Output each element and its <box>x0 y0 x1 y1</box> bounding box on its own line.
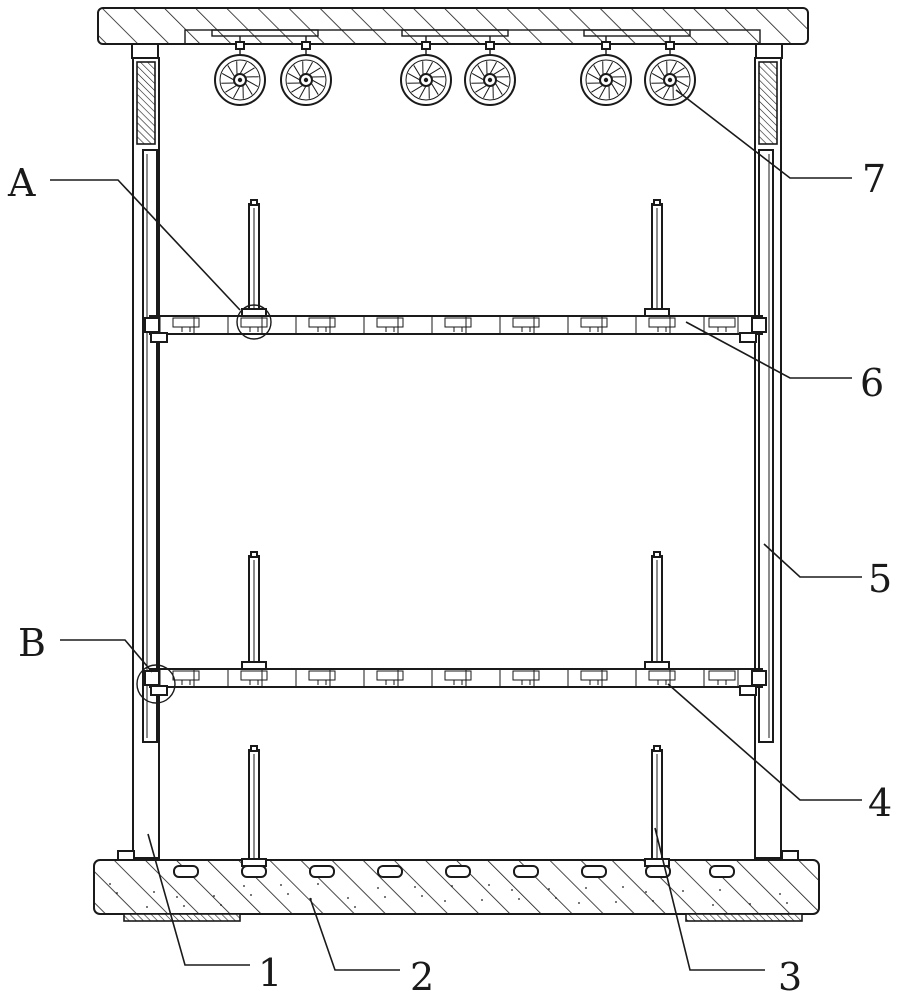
base-slot <box>709 865 735 878</box>
shelf-slot <box>648 317 676 328</box>
shelf-slot <box>376 317 404 328</box>
part-labels: A B 1 2 3 4 5 6 7 <box>7 157 892 999</box>
vertical-rod <box>644 745 670 867</box>
leader-3 <box>654 827 765 971</box>
vertical-rod <box>241 551 267 670</box>
detail-circle-a <box>236 304 272 340</box>
fan-icon <box>580 36 632 106</box>
fan-icon <box>214 36 266 106</box>
base-slot <box>309 865 335 878</box>
vertical-rod <box>241 745 267 867</box>
leader-2 <box>309 897 400 971</box>
vertical-rod <box>644 199 670 317</box>
label-a: A <box>7 161 36 205</box>
shelf-slot <box>172 317 200 328</box>
top-plate <box>97 7 809 59</box>
shelf-slot <box>240 670 268 681</box>
fan-icon <box>400 36 452 106</box>
shelf-slot <box>512 317 540 328</box>
base-plate-slots <box>109 865 788 908</box>
label-3: 3 <box>778 955 802 999</box>
shelf-slot <box>708 670 736 681</box>
label-4: 4 <box>868 781 892 825</box>
leader-6 <box>685 321 852 379</box>
detail-circle-b <box>136 664 176 704</box>
base-slot <box>513 865 539 878</box>
label-6: 6 <box>860 361 884 405</box>
leader-b <box>60 639 153 673</box>
label-1: 1 <box>258 951 282 995</box>
shelf-slot <box>512 670 540 681</box>
shelf-slot <box>708 317 736 328</box>
base-slot <box>241 865 267 878</box>
leader-1 <box>147 833 250 966</box>
label-7: 7 <box>862 157 886 201</box>
leader-5 <box>763 543 862 578</box>
shelf-slot <box>580 317 608 328</box>
leader-a <box>50 179 241 311</box>
fan-icon <box>644 36 696 106</box>
side-column-right <box>754 57 782 859</box>
base-slot <box>377 865 403 878</box>
shelf-slot <box>580 670 608 681</box>
fan-icon <box>464 36 516 106</box>
base-slot <box>581 865 607 878</box>
fan-group <box>214 36 696 106</box>
shelf-upper <box>144 315 767 343</box>
label-2: 2 <box>410 955 434 999</box>
vertical-rod <box>644 551 670 670</box>
base-slot <box>173 865 199 878</box>
shelf-slot <box>308 317 336 328</box>
base-slot <box>445 865 471 878</box>
vertical-rod <box>241 199 267 317</box>
shelf-upper-slots <box>159 315 739 333</box>
shelf-lower <box>144 668 767 696</box>
label-b: B <box>18 621 46 665</box>
fan-icon <box>280 36 332 106</box>
leader-lines <box>50 89 862 971</box>
leader-7 <box>675 89 852 179</box>
shelf-slot <box>648 670 676 681</box>
side-column-left <box>132 57 160 859</box>
rod-group <box>241 199 670 867</box>
shelf-lower-slots <box>159 668 739 686</box>
shelf-slot <box>376 670 404 681</box>
shelf-slot <box>444 670 472 681</box>
label-5: 5 <box>868 557 892 601</box>
shelf-slot <box>240 317 268 328</box>
leader-4 <box>667 683 862 801</box>
shelf-slot <box>444 317 472 328</box>
base-plate <box>93 850 820 922</box>
shelf-slot <box>308 670 336 681</box>
